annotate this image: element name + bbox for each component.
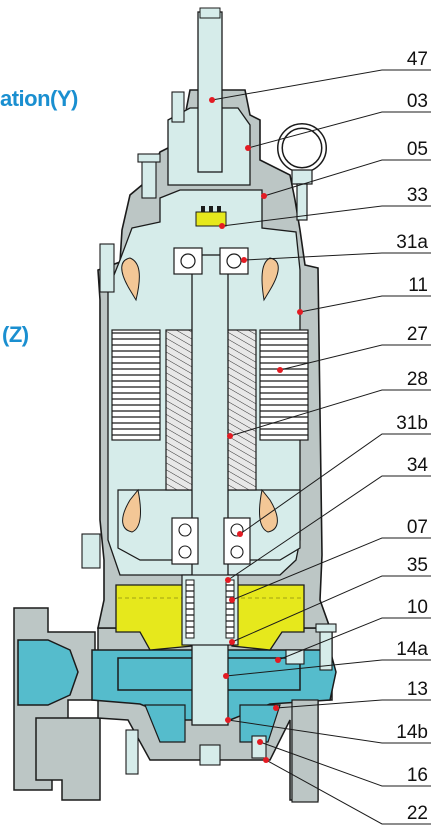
leader-dot-13 — [273, 705, 279, 711]
callout-label-05: 05 — [407, 139, 428, 160]
leader-dot-11 — [297, 309, 303, 315]
leader-dot-47 — [209, 97, 215, 103]
leader-line-27 — [279, 344, 431, 371]
callout-label-13: 13 — [407, 679, 428, 700]
callout-label-47: 47 — [407, 49, 428, 70]
leader-dot-10 — [275, 657, 281, 663]
leader-dot-22 — [263, 757, 269, 763]
callout-label-22: 22 — [407, 803, 428, 824]
callout-label-16: 16 — [407, 765, 428, 786]
callout-label-11: 11 — [408, 275, 428, 296]
callout-label-28: 28 — [407, 369, 428, 390]
leader-dot-07 — [229, 597, 235, 603]
callout-group: 47 03 05 33 31a 11 27 28 31b 34 07 35 10 14a 13 14b 16 22 — [209, 49, 431, 825]
thermal-protector — [195, 206, 227, 227]
leader-line-10 — [277, 617, 431, 661]
shaft — [191, 7, 229, 726]
stator-winding — [111, 257, 309, 533]
bolts — [81, 91, 337, 775]
leader-line-05 — [263, 159, 431, 197]
header-text-upper: ation(Y) — [0, 86, 78, 111]
leader-dot-16 — [257, 739, 263, 745]
callout-label-35: 35 — [407, 555, 428, 576]
callout-label-03: 03 — [407, 91, 428, 112]
callout-label-31b: 31b — [396, 413, 428, 434]
leader-line-35 — [231, 575, 431, 643]
leader-line-03 — [247, 111, 431, 149]
leader-dot-28 — [227, 433, 233, 439]
callout-label-34: 34 — [407, 455, 429, 476]
leader-line-11 — [299, 295, 431, 313]
leader-dot-35 — [229, 639, 235, 645]
leader-line-28 — [229, 389, 431, 437]
mechanical-seal — [181, 574, 239, 646]
leader-line-34 — [227, 475, 431, 581]
leader-dot-31a — [241, 257, 247, 263]
discharge-flange — [13, 607, 101, 801]
callout-label-10: 10 — [407, 597, 428, 618]
leader-dot-14a — [223, 673, 229, 679]
leader-dot-31b — [237, 531, 243, 537]
leader-line-14a — [225, 659, 431, 677]
leader-dot-05 — [261, 193, 267, 199]
callout-label-14a: 14a — [396, 639, 428, 660]
leader-dot-27 — [277, 367, 283, 373]
callout-label-07: 07 — [407, 517, 428, 538]
leader-line-31b — [239, 433, 431, 535]
leader-line-14b — [227, 719, 431, 744]
leader-dot-33 — [219, 223, 225, 229]
leader-line-07 — [231, 537, 431, 601]
leader-line-16 — [259, 741, 431, 787]
leader-dot-34 — [225, 577, 231, 583]
leader-line-47 — [211, 69, 431, 101]
callout-label-14b: 14b — [396, 722, 428, 743]
leader-dot-03 — [245, 145, 251, 151]
lifting-eye-bolt — [277, 123, 327, 221]
header-text-lower: (Z) — [2, 322, 29, 347]
leader-line-33 — [221, 205, 431, 227]
callout-label-27: 27 — [407, 324, 428, 345]
leader-line-31a — [243, 252, 431, 261]
leader-dot-14b — [225, 717, 231, 723]
leader-line-13 — [275, 699, 431, 709]
leader-line-22 — [265, 759, 431, 825]
bearings — [171, 247, 251, 565]
callout-label-33: 33 — [407, 185, 428, 206]
callout-label-31a: 31a — [396, 232, 428, 253]
